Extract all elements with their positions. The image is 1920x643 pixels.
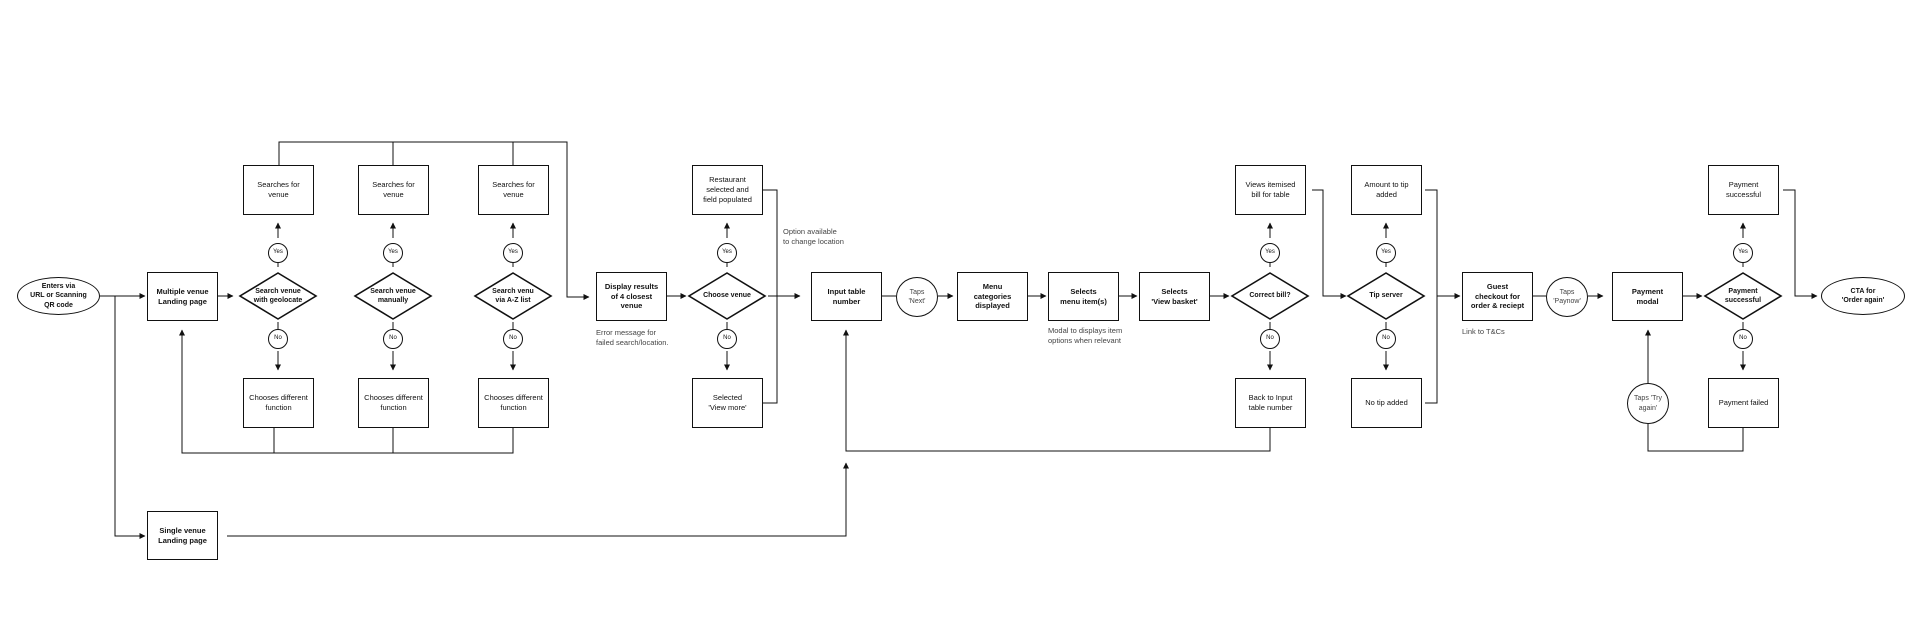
no-circle: No <box>1733 329 1753 349</box>
yes-circle: Yes <box>1260 243 1280 263</box>
payment-successful-decision: Payment successful <box>1724 287 1762 304</box>
correct-bill-decision: Correct bill? <box>1249 292 1291 300</box>
guest-checkout-box: Guest checkout for order & reciept <box>1462 272 1533 321</box>
yes-circle: Yes <box>383 243 403 263</box>
selected-view-more-box: Selected 'View more' <box>692 378 763 428</box>
views-itemised-bill-box: Views itemised bill for table <box>1235 165 1306 215</box>
start-node: Enters via URL or Scanning QR code <box>17 277 100 315</box>
yes-circle: Yes <box>268 243 288 263</box>
payment-modal-box: Payment modal <box>1612 272 1683 321</box>
search-az-decision: Search venu via A-Z list <box>492 287 534 304</box>
taps-next-circle: Taps 'Next' <box>896 277 938 317</box>
no-circle: No <box>268 329 288 349</box>
chooses-different-geo-box: Chooses different function <box>243 378 314 428</box>
chooses-different-az-box: Chooses different function <box>478 378 549 428</box>
payment-successful-box: Payment successful <box>1708 165 1779 215</box>
amount-to-tip-box: Amount to tip added <box>1351 165 1422 215</box>
option-available-note: Option available to change location <box>783 227 844 247</box>
no-circle: No <box>1376 329 1396 349</box>
cta-order-again-node: CTA for 'Order again' <box>1821 277 1905 315</box>
searches-for-venue-manual-box: Searches for venue <box>358 165 429 215</box>
restaurant-selected-box: Restaurant selected and field populated <box>692 165 763 215</box>
search-geolocate-decision: Search venue with geolocate <box>253 287 303 304</box>
display-results-box: Display results of 4 closest venue <box>596 272 667 321</box>
single-venue-landing-box: Single venue Landing page <box>147 511 218 560</box>
yes-circle: Yes <box>717 243 737 263</box>
tip-server-decision: Tip server <box>1369 292 1403 300</box>
yes-circle: Yes <box>1376 243 1396 263</box>
searches-for-venue-az-box: Searches for venue <box>478 165 549 215</box>
link-tcs-note: Link to T&Cs <box>1462 327 1505 336</box>
no-circle: No <box>503 329 523 349</box>
searches-for-venue-geo-box: Searches for venue <box>243 165 314 215</box>
back-to-input-box: Back to Input table number <box>1235 378 1306 428</box>
selects-menu-items-box: Selects menu item(s) <box>1048 272 1119 321</box>
input-table-box: Input table number <box>811 272 882 321</box>
payment-failed-box: Payment failed <box>1708 378 1779 428</box>
no-tip-box: No tip added <box>1351 378 1422 428</box>
no-circle: No <box>383 329 403 349</box>
no-circle: No <box>1260 329 1280 349</box>
search-manual-decision: Search venue manually <box>370 287 416 304</box>
yes-circle: Yes <box>1733 243 1753 263</box>
no-circle: No <box>717 329 737 349</box>
menu-categories-box: Menu categories displayed <box>957 272 1028 321</box>
error-message-note: Error message for failed search/location… <box>596 328 669 348</box>
taps-try-again-circle: Taps 'Try again' <box>1627 383 1669 424</box>
choose-venue-decision: Choose venue <box>703 292 751 300</box>
multi-venue-landing-box: Multiple venue Landing page <box>147 272 218 321</box>
yes-circle: Yes <box>503 243 523 263</box>
taps-paynow-circle: Taps 'Paynow' <box>1546 277 1588 317</box>
modal-note: Modal to displays item options when rele… <box>1048 326 1123 346</box>
chooses-different-manual-box: Chooses different function <box>358 378 429 428</box>
selects-view-basket-box: Selects 'View basket' <box>1139 272 1210 321</box>
